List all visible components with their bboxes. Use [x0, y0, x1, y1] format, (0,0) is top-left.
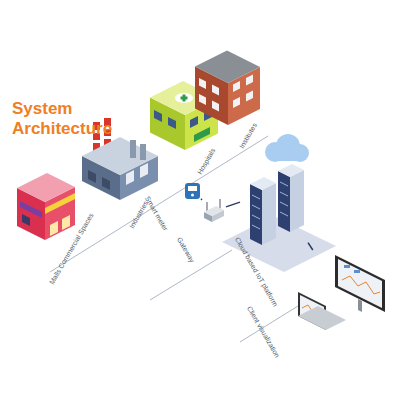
- node-label: Smart meter: [144, 195, 169, 232]
- node-label: Cloud based IoT platform: [234, 236, 279, 307]
- factory-node: Industries: [80, 122, 160, 202]
- node-label: Hospitals: [196, 147, 216, 175]
- node-label: Industries: [128, 200, 149, 230]
- client-node: Client visualization: [293, 250, 390, 338]
- node-label: Gateway: [176, 236, 196, 263]
- smart-meter-icon: [185, 183, 200, 199]
- mall-building: [17, 173, 75, 240]
- mall-node: Malls Commercial Spaces: [15, 172, 77, 242]
- gateway-icon: [204, 199, 224, 222]
- client-devices-icon: [298, 255, 385, 330]
- gateway-node: Gateway: [202, 198, 226, 224]
- guide-lines: [50, 136, 298, 342]
- institute-node: Institutes: [194, 49, 262, 127]
- node-label: Client visualization: [246, 305, 281, 359]
- node-label: Institutes: [238, 122, 258, 150]
- connector-line: [226, 202, 240, 207]
- connector-line: [201, 198, 202, 200]
- connector-line: [308, 243, 313, 250]
- institute-building: [195, 51, 260, 126]
- diagram-title: System Architecture: [12, 99, 122, 138]
- hospital-node: Hospitals: [148, 80, 220, 152]
- meter-node: Smart meter: [184, 182, 201, 200]
- cloud-platform-node: Cloud based IoT platform: [240, 133, 308, 248]
- cloud-server-icon: [222, 134, 336, 272]
